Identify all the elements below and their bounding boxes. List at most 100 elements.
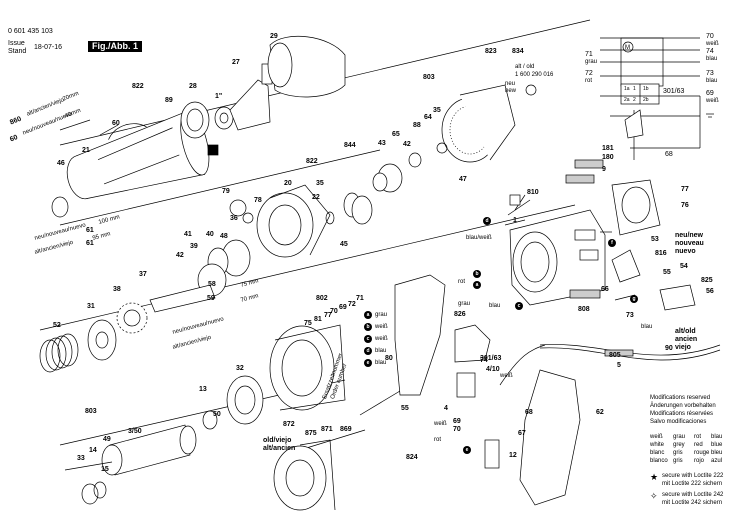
callout-b: b xyxy=(364,323,372,331)
note-inch: 1" xyxy=(215,93,223,100)
part-79: 79 xyxy=(222,188,230,195)
note-neu-block-1: neu/new xyxy=(675,232,704,239)
part-56: 56 xyxy=(706,288,714,295)
sch-73: 73 xyxy=(706,70,714,77)
note-alt-block-1: alt/old xyxy=(675,328,696,335)
legend-color-fr-2: gris xyxy=(673,450,683,456)
legend-loctite-242-de: mit Loctite 242 sichern xyxy=(662,500,723,506)
part-75: 75 xyxy=(304,320,312,327)
doc-number: 0 601 435 103 xyxy=(8,28,53,35)
part-28: 28 xyxy=(189,83,197,90)
note-neu-block-3: nuevo xyxy=(675,248,696,255)
sch-term-2b: 2b xyxy=(643,97,649,103)
sch-term-1b: 1b xyxy=(643,86,649,92)
part-4-10: 4/10 xyxy=(486,366,500,373)
sch-72: 72 xyxy=(585,70,593,77)
legend-loctite-222-de: mit Loctite 222 sichern xyxy=(662,481,723,487)
part-61-b: 61 xyxy=(86,240,94,247)
part-89: 89 xyxy=(165,97,173,104)
part-65: 65 xyxy=(392,131,400,138)
callout-d-color: blau xyxy=(375,348,387,354)
part-803-b: 803 xyxy=(85,408,97,415)
figure-label: Fig./Abb. 1 xyxy=(88,41,142,52)
part-72: 72 xyxy=(348,301,356,308)
part-marker-e: e xyxy=(463,446,471,454)
legend-color-es-3: rojo xyxy=(694,458,705,464)
note-alt-block-3: viejo xyxy=(675,344,691,351)
legend-color-de-3: rot xyxy=(694,434,702,440)
part-71: 71 xyxy=(356,295,364,302)
note-old-viejo: old/viejo xyxy=(263,437,292,444)
part-58: 58 xyxy=(208,281,216,288)
part-15: 15 xyxy=(101,466,109,473)
legend-color-fr-3: rouge xyxy=(694,450,710,456)
callout-d: d xyxy=(364,347,372,355)
part-67: 67 xyxy=(518,430,526,437)
part-32: 32 xyxy=(236,365,244,372)
part-822: 822 xyxy=(132,83,144,90)
part-81: 81 xyxy=(314,316,322,323)
callout-c-color: weiß xyxy=(375,336,388,342)
sch-term-1: 1 xyxy=(633,86,636,92)
part-823: 823 xyxy=(485,48,497,55)
part-54: 54 xyxy=(680,263,688,270)
part-5: 5 xyxy=(617,362,621,369)
legend-color-es-1: blanco xyxy=(650,458,668,464)
part-49: 49 xyxy=(103,436,111,443)
part-181: 181 xyxy=(602,145,614,152)
sch-74: 74 xyxy=(706,48,714,55)
sch-68: 68 xyxy=(665,151,673,158)
legend-color-de-2: grau xyxy=(673,434,686,440)
legend-color-en-4: blue xyxy=(711,442,723,448)
part-64: 64 xyxy=(424,114,432,121)
wiring-schematic xyxy=(600,37,714,160)
part-62: 62 xyxy=(596,409,604,416)
part-55-b: 55 xyxy=(401,405,409,412)
part-9: 9 xyxy=(602,166,606,173)
part-73: 73 xyxy=(626,312,634,319)
part-13: 13 xyxy=(199,386,207,393)
part-70-b: 70 xyxy=(453,426,461,433)
sch-69: 69 xyxy=(706,90,714,97)
legend-color-fr-4: bleu xyxy=(711,450,723,456)
part-27: 27 xyxy=(232,59,240,66)
callout-c: c xyxy=(364,335,372,343)
part-826: 826 xyxy=(454,311,466,318)
note-alt-ancien: alt/ancien xyxy=(263,445,296,452)
sch-weiss: weiß xyxy=(706,41,719,47)
part-42: 42 xyxy=(403,141,411,148)
part-74: 74 xyxy=(480,357,488,364)
part-41: 41 xyxy=(184,231,192,238)
part-4: 4 xyxy=(444,405,448,412)
callout-e-color: blau xyxy=(375,360,387,366)
part-35-b: 35 xyxy=(316,180,324,187)
legend-color-en-2: grey xyxy=(673,442,685,448)
part-802: 802 xyxy=(316,295,328,302)
part-marker-d: d xyxy=(483,217,491,225)
sch-71: 71 xyxy=(585,51,593,58)
stand-label: Stand xyxy=(8,48,27,55)
part-22: 22 xyxy=(312,194,320,201)
part-59: 59 xyxy=(207,295,215,302)
wire-weiss-2: weiß xyxy=(500,373,513,379)
sch-weiss-2: weiß xyxy=(706,98,719,104)
part-76: 76 xyxy=(681,202,689,209)
part-90: 90 xyxy=(665,345,673,352)
legend-color-de-1: weiß xyxy=(650,434,663,440)
legend-loctite-222-en: secure with Loctite 222 xyxy=(662,473,724,479)
part-marker-b: b xyxy=(473,270,481,278)
callout-e: e xyxy=(364,359,372,367)
legend-mods-de: Änderungen vorbehalten xyxy=(650,403,716,409)
part-822-b: 822 xyxy=(306,158,318,165)
part-70: 70 xyxy=(330,308,338,315)
wire-grau: grau xyxy=(458,301,471,307)
note-neu-block-2: nouveau xyxy=(675,240,704,247)
part-60: 60 xyxy=(112,120,120,127)
part-31: 31 xyxy=(87,303,95,310)
wire-blau-2: blau xyxy=(641,324,653,330)
part-marker-g: g xyxy=(630,295,638,303)
note-alt-old: alt / old xyxy=(515,64,535,70)
part-45: 45 xyxy=(340,241,348,248)
legend-color-de-4: blau xyxy=(711,434,723,440)
note-alt-block-2: ancien xyxy=(675,336,698,343)
